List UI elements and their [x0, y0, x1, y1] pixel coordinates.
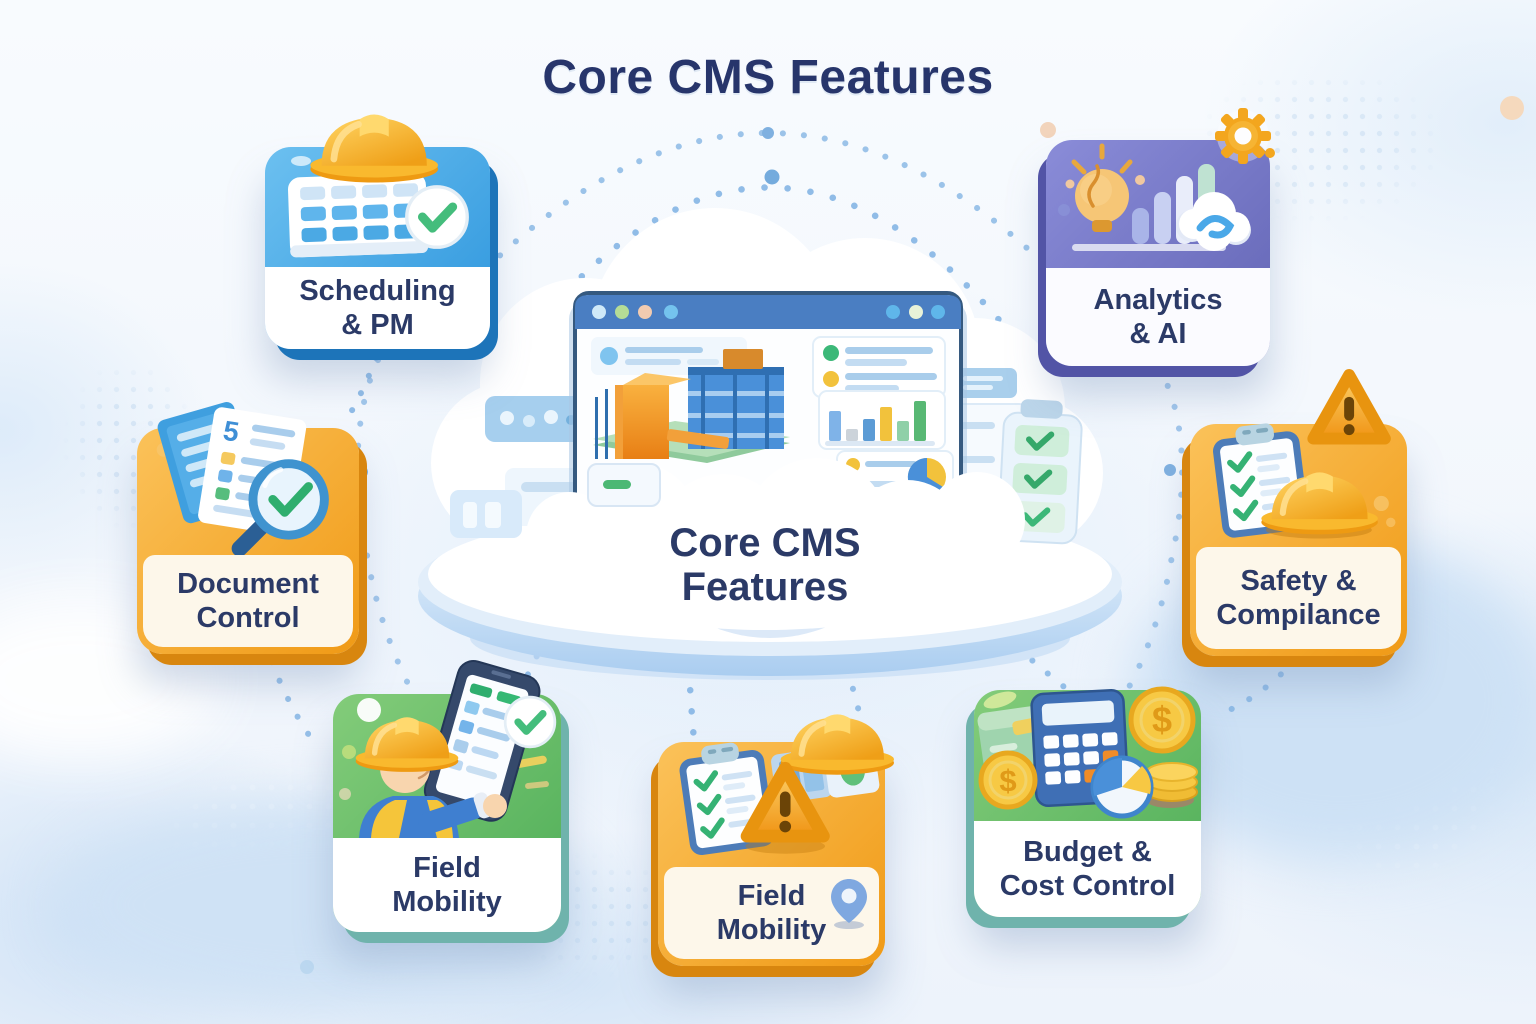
card-label-line1: Scheduling: [299, 274, 456, 307]
card-field-green-art: [333, 660, 561, 838]
browser-dot: [909, 305, 923, 319]
card-field-mobility-green: Field Mobility: [333, 660, 561, 932]
browser-dot: [615, 305, 629, 319]
card-analytics-label: Analytics & AI: [1046, 268, 1270, 366]
browser-dot: [592, 305, 606, 319]
card-budget-art: $ $: [974, 686, 1201, 821]
card-field-mobility-orange: Field Mobility: [658, 742, 885, 966]
dollar-coin-icon: $: [978, 750, 1038, 810]
accent-dot: [342, 745, 356, 759]
pie-chart-icon: [1090, 755, 1154, 819]
card-label-line2: Mobility: [716, 914, 827, 946]
currency-glyph: $: [1152, 699, 1172, 740]
card-field-orange-art: [658, 742, 885, 867]
accent-dot: [1373, 495, 1389, 512]
card-label-line2: & PM: [341, 309, 414, 341]
card-safety-label: Safety & Compilance: [1196, 547, 1401, 649]
card-label-line2: Compilance: [1216, 599, 1381, 631]
card-document-label: Document Control: [143, 555, 353, 647]
accent-dot: [357, 698, 381, 722]
browser-dot: [638, 305, 652, 319]
card-label-line1: Field: [737, 879, 806, 912]
card-label-line1: Safety &: [1240, 564, 1357, 597]
browser-dot: [886, 305, 900, 319]
ai-cloud-icon: [1176, 192, 1251, 251]
mini-bar-chart: [818, 390, 946, 450]
lightbulb-icon: [1065, 143, 1145, 232]
card-scheduling-label: Scheduling & PM: [265, 267, 490, 349]
card-label-line2: Cost Control: [999, 870, 1176, 902]
browser-dot: [664, 305, 678, 319]
coin-stack-icon: [1146, 762, 1198, 808]
accent-streak: [525, 781, 549, 789]
currency-glyph: $: [999, 763, 1016, 798]
card-analytics-ai: Analytics & AI: [1046, 108, 1275, 366]
card-safety-compliance: Safety & Compilance: [1190, 424, 1407, 656]
check-circle-icon: [505, 697, 555, 747]
chart-baseline: [1072, 244, 1226, 251]
card-scheduling-art: [265, 147, 490, 267]
card-scheduling-pm: Scheduling & PM: [265, 147, 490, 349]
card-label-line1: Document: [177, 567, 319, 600]
card-safety-art: [1190, 424, 1407, 547]
card-label-line1: Budget &: [1023, 835, 1152, 868]
page-title: Core CMS Features: [542, 51, 994, 104]
calendar-icon: [287, 173, 429, 258]
card-budget-cost-control: $ $ Budget & Cost Control: [974, 686, 1201, 917]
browser-titlebar: [575, 295, 961, 329]
cloud-drawer: [587, 463, 661, 507]
location-pin-icon: [831, 877, 867, 929]
browser-dot: [931, 305, 945, 319]
card-budget-label: Budget & Cost Control: [974, 821, 1201, 917]
card-field-orange-label: Field Mobility: [664, 867, 879, 959]
accent-dot: [1386, 517, 1396, 528]
magnifier-check-icon: [231, 459, 329, 557]
check-circle-icon: [407, 187, 467, 247]
accent-leaf: [983, 691, 1017, 709]
card-label-line2: Mobility: [392, 886, 502, 918]
card-label-line2: & AI: [1129, 318, 1187, 350]
document-page-glyph: 5: [221, 415, 241, 448]
accent-streak: [513, 755, 547, 769]
label-cloud: [550, 506, 980, 630]
card-document-art: 5: [137, 402, 359, 557]
card-document-control: 5 Document: [137, 402, 359, 654]
center-label-line1: Core CMS: [669, 521, 860, 565]
card-label-line2: Control: [196, 602, 300, 634]
accent-dot: [339, 788, 351, 800]
gear-icon: [1215, 108, 1275, 164]
center-label-line2: Features: [682, 565, 849, 609]
card-label-line1: Field: [413, 851, 481, 884]
card-label-line1: Analytics: [1093, 283, 1223, 316]
card-analytics-art: [1046, 108, 1275, 268]
card-field-green-label: Field Mobility: [333, 838, 561, 932]
accent-dot: [1058, 204, 1070, 216]
center-illustration: Core CMS Features: [385, 168, 1155, 683]
dollar-coin-icon: $: [1128, 686, 1196, 754]
tab-notch: [291, 156, 311, 166]
construction-site-graphic: [593, 349, 790, 463]
